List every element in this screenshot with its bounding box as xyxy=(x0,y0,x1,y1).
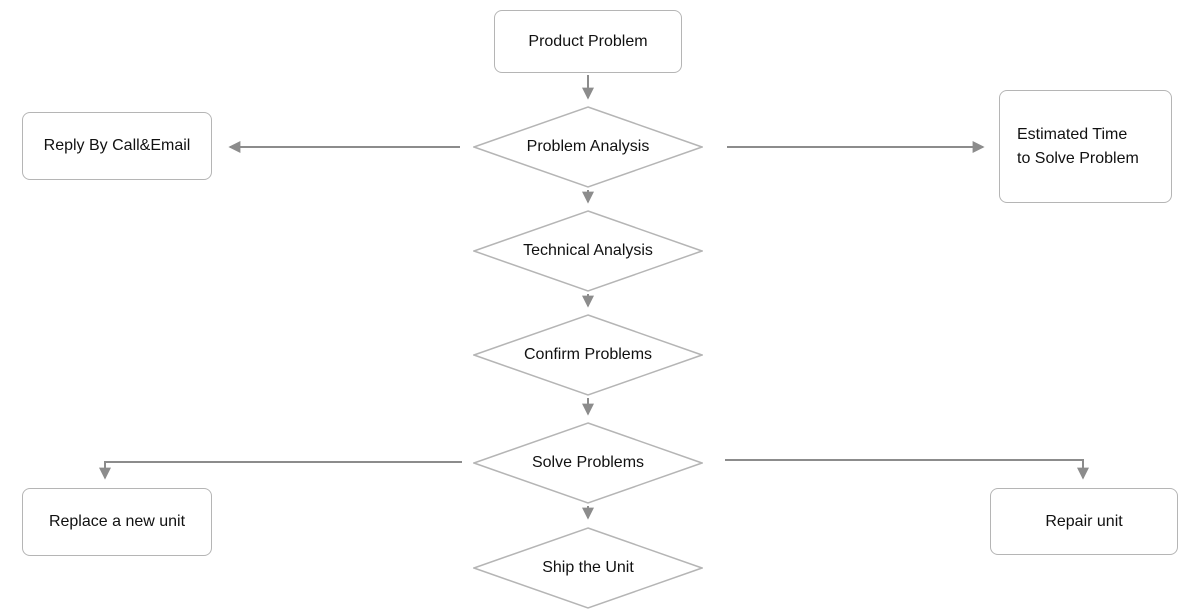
node-problem-analysis-label: Problem Analysis xyxy=(526,138,650,155)
estimated-time-line-1: Estimated Time xyxy=(1017,126,1128,144)
node-technical-analysis-label: Technical Analysis xyxy=(523,242,653,259)
diamond-shape xyxy=(473,314,703,396)
node-reply-by-call-email: Reply By Call&Email xyxy=(22,112,212,180)
node-technical-analysis: Technical Analysis xyxy=(473,210,703,292)
node-estimated-time: Estimated Time to Solve Problem xyxy=(999,90,1172,203)
node-product-problem-label: Product Problem xyxy=(528,32,648,50)
node-ship-the-unit: Ship the Unit xyxy=(473,527,703,609)
connector-solve-to-replace xyxy=(99,461,462,480)
node-replace-new-unit-label: Replace a new unit xyxy=(48,513,186,530)
estimated-time-line-2: to Solve Problem xyxy=(1017,149,1139,167)
node-confirm-problems-label: Confirm Problems xyxy=(523,346,653,363)
node-ship-the-unit-label: Ship the Unit xyxy=(542,559,634,576)
diamond-shape xyxy=(473,527,703,609)
node-solve-problems-label: Solve Problems xyxy=(531,454,645,471)
node-product-problem: Product Problem xyxy=(494,10,682,73)
node-reply-by-call-email-label: Reply By Call&Email xyxy=(43,137,191,154)
diamond-shape xyxy=(473,210,703,292)
diamond-shape xyxy=(473,422,703,504)
node-estimated-time-label: Estimated Time to Solve Problem xyxy=(1017,123,1139,169)
connector-solve-to-repair xyxy=(725,459,1089,480)
node-replace-new-unit: Replace a new unit xyxy=(22,488,212,556)
node-confirm-problems: Confirm Problems xyxy=(473,314,703,396)
node-repair-unit: Repair unit xyxy=(990,488,1178,555)
node-solve-problems: Solve Problems xyxy=(473,422,703,504)
node-problem-analysis: Problem Analysis xyxy=(473,106,703,188)
diamond-shape xyxy=(473,106,703,188)
node-repair-unit-label: Repair unit xyxy=(1045,512,1123,530)
